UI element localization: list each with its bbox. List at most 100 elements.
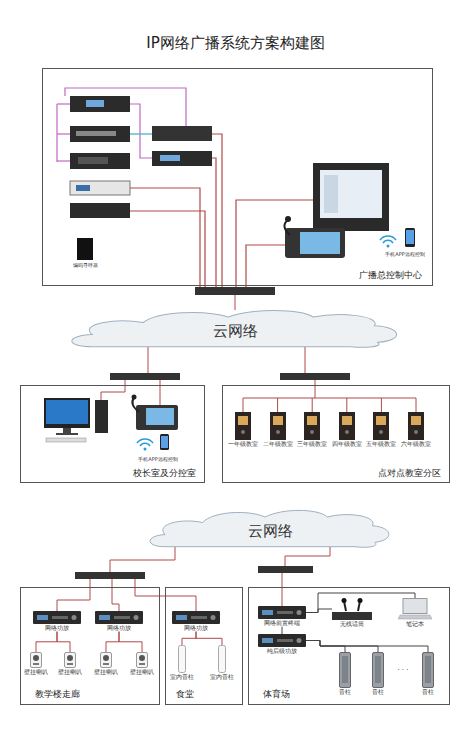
network-switch [75,572,145,579]
gooseneck-mic [284,220,290,235]
network-wire [246,245,285,287]
node-label: 五年级教室 [366,441,396,448]
phone-screen [406,230,414,244]
node-label: 云网络 [213,322,258,341]
wire-connector [57,632,70,652]
phone-screen [161,436,168,448]
network-wire [110,547,175,572]
wire-connector [182,632,196,645]
laptop: 笔记本 [398,598,432,628]
node-label: 壁挂喇叭 [94,669,118,676]
patch-wire [57,133,70,134]
wifi-symbol [387,245,390,248]
monitor [44,398,90,428]
paging-device [77,238,93,260]
wall-speaker: 壁挂喇叭 [130,652,154,676]
monitor-stand [63,428,71,433]
column-speaker-shape [218,645,226,673]
wall-speaker-shape [30,652,42,668]
network-wire [112,579,119,611]
node-label: 食堂 [176,689,194,700]
patch-wire [65,88,186,126]
mic-head [285,216,291,222]
wall-speaker: 壁挂喇叭 [58,652,82,676]
patch-wire [56,104,57,162]
wire-connector [306,609,332,613]
area-panel: 教学楼走廊网络功放网络功放壁挂喇叭壁挂喇叭壁挂喇叭壁挂喇叭 [20,587,160,705]
wire-connector [196,632,222,645]
device-panel [78,157,108,164]
node-label: 壁挂喇叭 [24,669,48,676]
wire-connector [119,632,142,652]
console-screen [146,408,174,425]
network-amplifier-shape [258,634,306,647]
network-wire [212,158,216,287]
column-speaker: 室内音柱 [170,645,194,681]
network-wire [312,398,313,412]
wall-speaker-shape [136,652,148,668]
wall-speaker-shape [100,652,112,668]
network-wire [305,346,306,373]
node-label: 点对点教室分区 [378,468,441,479]
classroom-terminal-shape [408,412,424,440]
node-label: 室内音柱 [170,674,194,681]
node-label: 无线话筒 [340,621,364,628]
network-amplifier-shape [258,606,306,619]
network-amplifier: 网络功放 [33,611,81,632]
network-amplifier: 网络功放 [172,611,220,632]
rack-device [152,126,212,141]
column-speaker: 室内音柱 [210,645,234,681]
classroom-terminal-shape [270,412,286,440]
node-label: 广播总控制中心 [359,270,422,281]
network-amplifier: 纯后级功放 [258,634,306,655]
column-speaker-shape [339,652,351,688]
network-amplifier: 网络前置终端 [258,606,306,627]
display-cabinet [313,163,389,231]
classroom-terminal-shape [373,412,389,440]
node-label: 云网络 [248,522,293,541]
rack-device [70,181,130,195]
network-amplifier-shape [95,611,143,624]
network-wire [381,398,382,412]
classroom-terminal: 三年级教室 [297,412,327,448]
network-wire [315,380,316,398]
classroom-terminal: 五年级教室 [366,412,396,448]
device-screen [86,100,104,107]
node-label: 壁挂喇叭 [130,669,154,676]
device-caption: 手机APP远程控制 [385,251,424,257]
paging-console [136,405,178,430]
network-wire [130,211,205,287]
network-wire [243,398,416,399]
mic-head [132,395,137,400]
node-label: 纯后级功放 [267,648,297,655]
device-caption: 编码寻呼器 [73,262,98,268]
wire-connector [282,627,283,634]
node-label: 校长室及分控室 [133,468,196,479]
network-switch [110,373,180,380]
node-label: 二年级教室 [263,441,293,448]
device-caption: · · · [397,666,408,674]
network-wire [130,188,200,287]
network-amplifier: 网络功放 [95,611,143,632]
node-label: 网络前置终端 [264,620,300,627]
network-wire [285,546,330,566]
network-wire [57,579,90,611]
device-screen [160,155,180,161]
display-screen [320,170,382,218]
pc-tower [95,400,108,433]
console-screen [300,232,340,254]
area-panel: 点对点教室分区一年级教室二年级教室三年级教室四年级教室五年级教室六年级教室 [222,385,450,483]
keyboard [46,438,86,442]
classroom-terminal: 一年级教室 [228,412,258,448]
network-wire [277,398,278,412]
classroom-terminal: 二年级教室 [263,412,293,448]
wall-speaker-shape [64,652,76,668]
node-label: 一年级教室 [228,441,258,448]
area-panel: 食堂网络功放室内音柱室内音柱 [165,587,243,705]
network-switch [195,287,275,295]
column-speaker: 音柱 [339,652,351,696]
rack-device [70,126,130,142]
wifi-symbol [380,236,396,243]
network-wire [212,134,222,287]
